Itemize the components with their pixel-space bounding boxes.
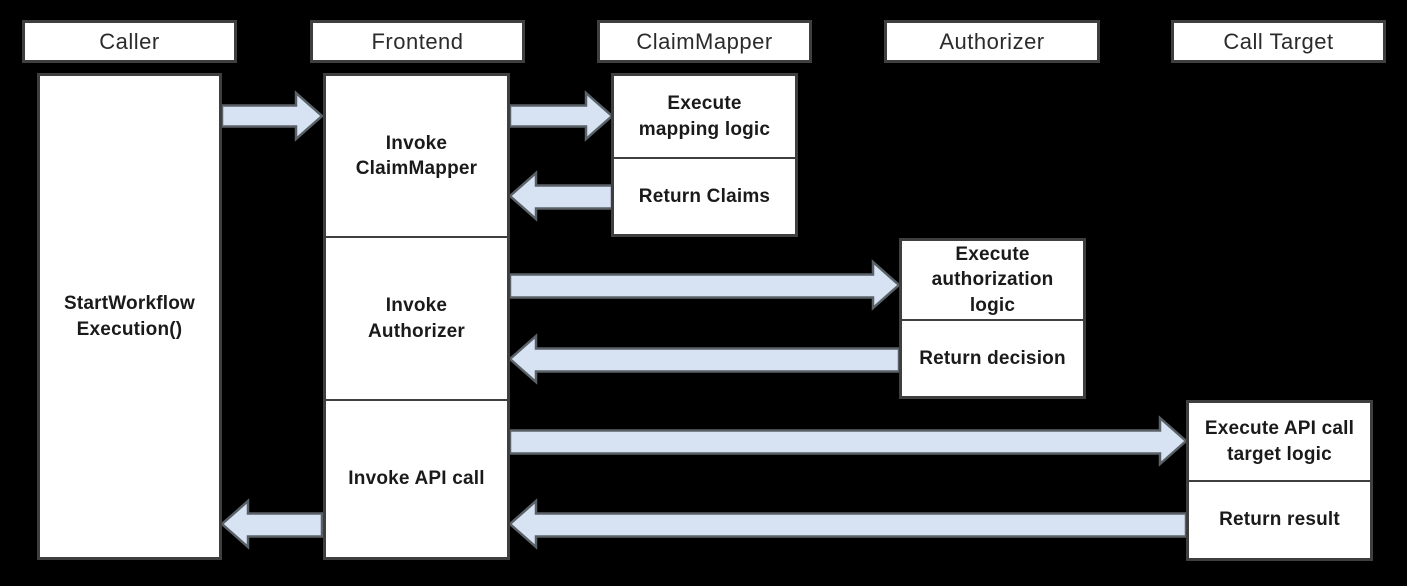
step-return-result: Return result <box>1189 480 1370 558</box>
step-execute-api-call-target-logic: Execute API call target logic <box>1189 403 1370 480</box>
step-invoke-claimmapper: Invoke ClaimMapper <box>326 76 507 236</box>
lane-header-authorizer: Authorizer <box>884 20 1100 63</box>
arrow-frontend-to-authorizer <box>508 259 901 311</box>
lane-header-claimmapper: ClaimMapper <box>597 20 812 63</box>
lane-header-claimmapper-label: ClaimMapper <box>636 28 773 54</box>
arrow-claimmapper-to-frontend <box>508 170 614 222</box>
step-return-claims: Return Claims <box>614 157 795 234</box>
lane-header-frontend: Frontend <box>310 20 525 63</box>
arrow-frontend-to-claimmapper <box>508 90 614 142</box>
authorizer-activation-box: Execute authorization logic Return decis… <box>899 238 1086 399</box>
arrow-frontend-to-calltarget <box>508 415 1188 467</box>
lane-header-caller: Caller <box>22 20 237 63</box>
lane-header-frontend-label: Frontend <box>371 28 464 54</box>
step-execute-authorization-logic: Execute authorization logic <box>902 241 1083 319</box>
claimmapper-activation-box: Execute mapping logic Return Claims <box>611 73 798 237</box>
lane-header-calltarget-label: Call Target <box>1223 28 1334 54</box>
arrow-calltarget-to-frontend <box>508 498 1188 550</box>
step-invoke-authorizer: Invoke Authorizer <box>326 236 507 399</box>
step-return-decision: Return decision <box>902 319 1083 396</box>
arrow-caller-to-frontend <box>220 90 324 142</box>
step-execute-mapping-logic: Execute mapping logic <box>614 76 795 157</box>
lane-header-calltarget: Call Target <box>1171 20 1386 63</box>
frontend-activation-box: Invoke ClaimMapper Invoke Authorizer Inv… <box>323 73 510 560</box>
step-invoke-api-call: Invoke API call <box>326 399 507 557</box>
lane-header-caller-label: Caller <box>99 28 160 54</box>
lane-header-authorizer-label: Authorizer <box>939 28 1045 54</box>
step-startworkflow-execution: StartWorkflow Execution() <box>40 76 219 557</box>
calltarget-activation-box: Execute API call target logic Return res… <box>1186 400 1373 561</box>
arrow-frontend-to-caller <box>220 498 324 550</box>
arrow-authorizer-to-frontend <box>508 333 901 385</box>
caller-activation-box: StartWorkflow Execution() <box>37 73 222 560</box>
